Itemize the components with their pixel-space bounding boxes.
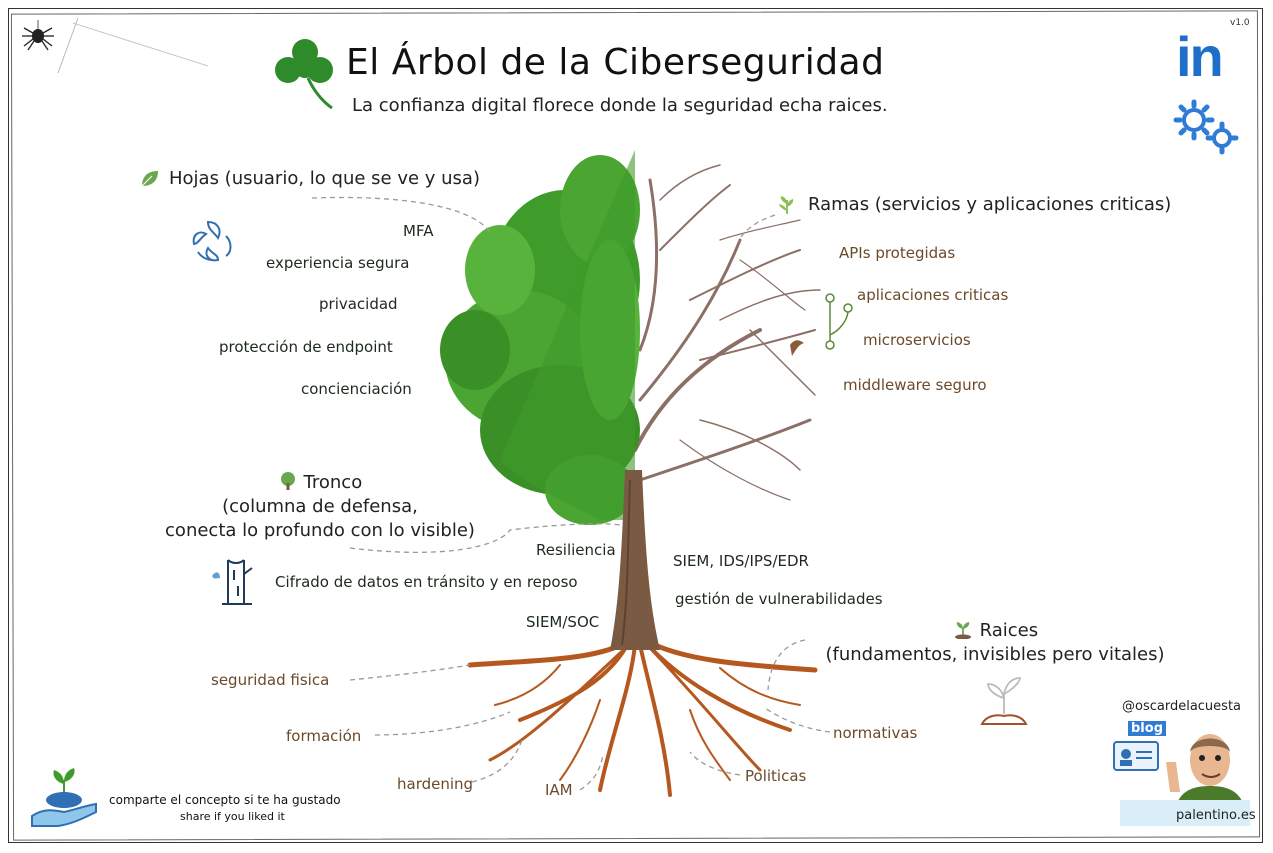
page-title: El Árbol de la Ciberseguridad [346,42,885,83]
ramas-item-aplicaciones: aplicaciones criticas [857,286,1009,304]
ramas-item-microservicios: microservicios [863,331,971,349]
clover-icon [275,39,333,110]
tree-bare-branches [633,164,821,501]
page-subtitle: La confianza digital florece donde la se… [352,95,888,116]
ramas-item-apis: APIs protegidas [839,244,956,262]
hojas-item-mfa: MFA [403,222,434,240]
plant-hand-icon[interactable] [28,766,100,832]
sprout-icon [779,196,794,214]
raices-item-normativas: normativas [833,724,918,742]
hojas-item-concienciacion: concienciación [301,380,412,398]
share-text-es: comparte el concepto si te ha gustado [109,793,341,807]
site-link[interactable]: palentino.es [1176,808,1256,823]
hojas-item-endpoint: protección de endpoint [219,338,393,356]
recycle-leaves-icon [192,220,232,262]
raices-item-seguridad-fisica: seguridad fisica [211,671,330,689]
blog-badge-text: blog [1128,721,1166,736]
hojas-heading: Hojas (usuario, lo que se ve y usa) [169,168,480,189]
raices-heading: Raices [979,620,1039,641]
share-text-en: share if you liked it [180,810,285,823]
connector-nodes [825,293,853,350]
ramas-item-middleware: middleware seguro [843,376,987,394]
hojas-item-experiencia: experiencia segura [266,254,410,272]
spider-icon [22,18,209,74]
raices-block: Raices (fundamentos, invisibles pero vit… [825,619,1165,667]
linkedin-icon[interactable]: in [1176,25,1224,88]
raices-line2: (fundamentos, invisibles pero vitales) [825,644,1165,665]
tree-trunk [610,470,660,650]
blog-badge[interactable]: blog [1128,721,1166,736]
tronco-item-vulnerabilidades: gestión de vulnerabilidades [675,590,883,608]
tronco-item-siem-ids: SIEM, IDS/IPS/EDR [673,552,809,570]
tronco-heading: Tronco [303,472,363,493]
raices-item-hardening: hardening [397,775,474,793]
bird-icon [790,340,804,356]
ramas-heading: Ramas (servicios y aplicaciones criticas… [808,194,1172,215]
footer-site-bar [1120,800,1250,826]
version-label: v1.0 [1230,18,1250,28]
tronco-line3: conecta lo profundo con lo visible) [165,520,475,541]
tronco-item-siem-soc: SIEM/SOC [526,613,600,631]
tree-foliage [440,150,640,525]
tronco-item-resiliencia: Resiliencia [536,541,616,559]
page-frame [8,8,1263,843]
dashed-arrows [311,196,831,791]
hojas-item-privacidad: privacidad [319,295,398,313]
tree-icon [280,472,295,490]
author-handle[interactable]: @oscardelacuesta [1122,699,1242,714]
tronco-item-cifrado: Cifrado de datos en tránsito y en reposo [275,573,578,591]
seedling-icon [954,622,971,640]
gears-icon [1173,99,1239,155]
leaf-icon [141,171,158,187]
id-card-icon [1113,741,1159,771]
tronco-block: Tronco (columna de defensa, conecta lo p… [150,471,490,543]
plant-soil-icon [980,677,1028,725]
raices-item-iam: IAM [545,781,573,799]
raices-item-formacion: formación [286,727,362,745]
tronco-line2: (columna de defensa, [222,496,418,517]
raices-item-politicas: Politicas [745,767,807,785]
trunk-icon [212,559,253,605]
